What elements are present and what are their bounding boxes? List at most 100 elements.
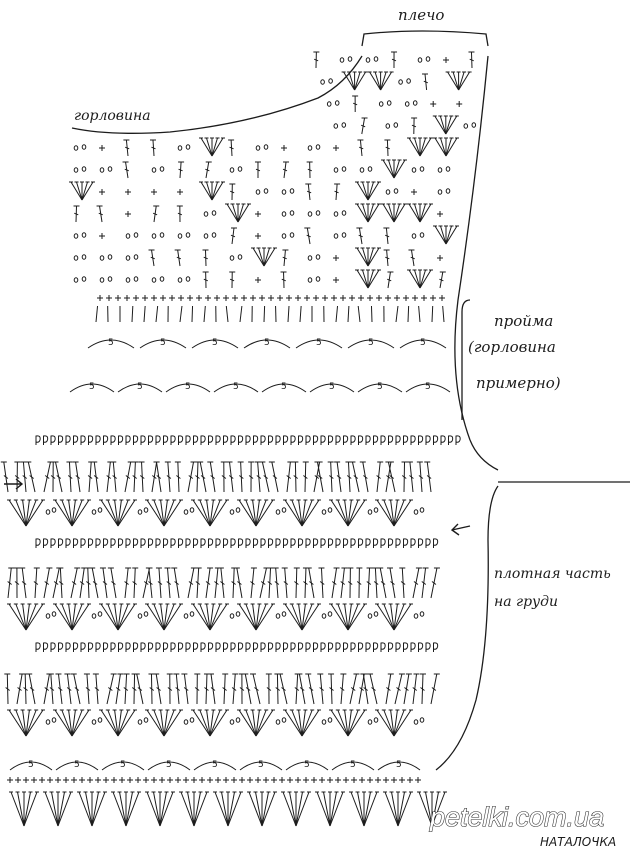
chain-stitch xyxy=(373,56,379,62)
bust-bracket xyxy=(435,485,499,771)
fan-stitch xyxy=(393,709,412,737)
fan-stitch xyxy=(227,791,235,827)
chain-stitch xyxy=(378,101,384,107)
puff-stitch xyxy=(365,642,371,652)
puff-stitch xyxy=(215,642,221,652)
chain-stitch xyxy=(125,277,131,283)
fan-stitch xyxy=(419,203,432,223)
dc-stitch-bar xyxy=(239,475,244,479)
fan-stitch xyxy=(146,499,165,527)
chain-stitch xyxy=(315,210,321,216)
dc-stitch-bar xyxy=(281,278,286,282)
dc-stitch-bar xyxy=(87,475,93,479)
puff-stitch xyxy=(358,538,364,548)
fan-stitch xyxy=(206,709,211,737)
fan-stitch xyxy=(160,603,165,631)
chain-stitch xyxy=(281,189,287,195)
fan-stitch xyxy=(163,499,182,527)
puff-stitch xyxy=(170,538,176,548)
chain-count-label: 5 xyxy=(377,382,383,392)
fan-stitch xyxy=(192,603,211,631)
chain-stitch xyxy=(471,122,477,128)
fan-stitch xyxy=(117,709,129,737)
fan-stitch xyxy=(408,269,421,289)
fan-stitch xyxy=(284,709,303,737)
dc-stitch-bar xyxy=(123,687,129,691)
puff-stitch xyxy=(185,642,191,652)
fan-stitch xyxy=(397,791,412,827)
dc-stitch xyxy=(431,305,434,323)
dc-stitch-bar xyxy=(376,475,381,479)
fan-stitch xyxy=(153,499,165,527)
puff-stitch xyxy=(43,435,49,445)
dc-stitch xyxy=(347,305,350,323)
chain-stitch xyxy=(99,255,105,261)
puff-stitch xyxy=(298,642,304,652)
puff-stitch xyxy=(320,642,326,652)
puff-stitch xyxy=(125,538,131,548)
chain-stitch xyxy=(73,277,79,283)
dc-stitch xyxy=(191,305,194,323)
puff-stitch xyxy=(170,642,176,652)
chain-stitch xyxy=(437,167,443,173)
fan-stitch xyxy=(23,791,38,827)
puff-stitch xyxy=(313,435,319,445)
chain-count-label: 5 xyxy=(89,382,95,392)
fan-stitch xyxy=(159,791,174,827)
dc-stitch-bar xyxy=(125,475,131,479)
dc-stitch-bar xyxy=(346,475,352,479)
fan-stitch xyxy=(374,71,382,91)
puff-stitch xyxy=(395,538,401,548)
fan-stitch xyxy=(255,709,267,737)
fan-stitch xyxy=(125,791,133,827)
chain-count-label: 5 xyxy=(185,382,191,392)
fan-stitch xyxy=(445,225,458,245)
chain-stitch xyxy=(398,79,403,85)
puff-stitch xyxy=(313,642,319,652)
chain-stitch xyxy=(281,211,287,217)
fan-stitch xyxy=(25,709,44,737)
chain-stitch xyxy=(334,100,340,106)
fan-stitch xyxy=(298,709,303,737)
chain-stitch xyxy=(413,719,419,725)
armhole-bracket xyxy=(461,299,630,483)
puff-stitch xyxy=(298,538,304,548)
dc-stitch-bar xyxy=(108,687,113,691)
dc-stitch-bar xyxy=(231,581,236,585)
dc-stitch-bar xyxy=(303,581,308,585)
chain-stitch xyxy=(326,101,332,107)
fan-stitch xyxy=(252,499,257,527)
puff-stitch xyxy=(425,642,431,652)
dc-stitch-bar xyxy=(44,687,50,691)
fan-stitch xyxy=(344,603,349,631)
puff-stitch xyxy=(425,538,431,548)
puff-stitch xyxy=(50,538,56,548)
chain-stitch xyxy=(143,507,149,513)
chain-stitch xyxy=(321,613,327,619)
puff-stitch xyxy=(140,538,146,548)
dc-stitch-bar xyxy=(111,581,116,585)
fan-stitch xyxy=(291,603,303,631)
fan-stitch xyxy=(8,499,27,527)
dc-stitch-bar xyxy=(391,58,397,62)
fan-stitch xyxy=(330,499,349,527)
chain-stitch xyxy=(189,717,195,723)
puff-stitch xyxy=(193,642,199,652)
puff-stitch xyxy=(268,642,274,652)
puff-stitch xyxy=(95,435,101,445)
chain-stitch xyxy=(51,611,57,617)
fan-stitch xyxy=(298,603,303,631)
chain-stitch xyxy=(321,719,327,725)
fan-stitch xyxy=(163,603,175,631)
puff-stitch xyxy=(373,538,379,548)
chain-stitch xyxy=(81,232,87,238)
chain-stitch xyxy=(159,232,165,238)
dc-stitch-bar xyxy=(92,581,98,585)
fan-stitch xyxy=(146,791,161,827)
fan-stitch xyxy=(200,137,213,157)
puff-stitch xyxy=(410,642,416,652)
dc-stitch-bar xyxy=(299,687,305,691)
fan-stitch xyxy=(329,791,337,827)
fan-stitch xyxy=(301,603,320,631)
chain-stitch xyxy=(386,100,392,106)
